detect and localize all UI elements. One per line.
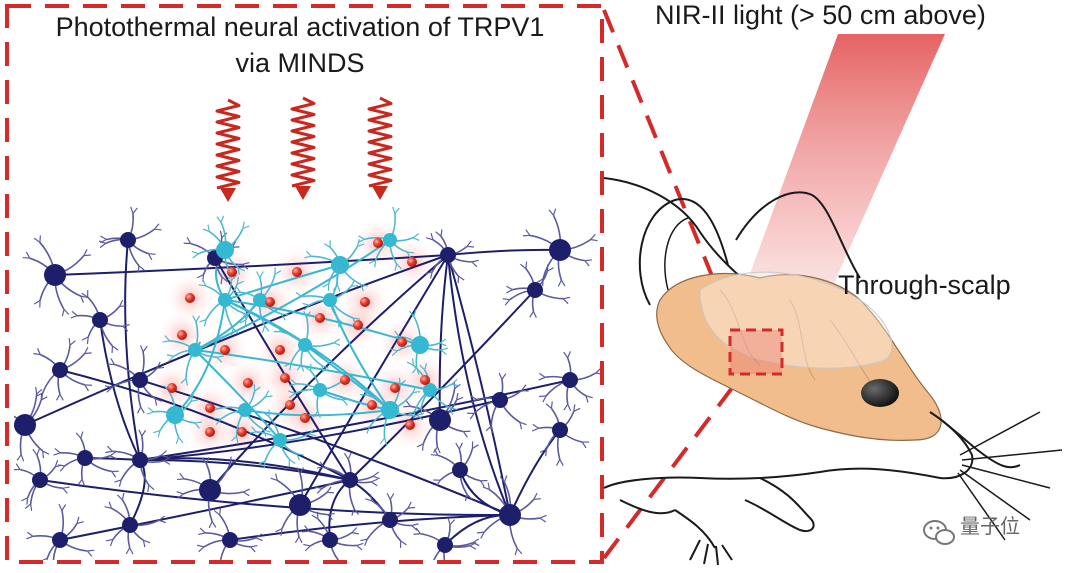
- nanoparticle-icon: [177, 330, 187, 340]
- nanoparticle-icon: [390, 383, 400, 393]
- neuron-icon: [406, 358, 459, 419]
- nanoparticle-icon: [300, 413, 310, 423]
- neuron-icon: [273, 310, 341, 373]
- nanoparticle-icon: [397, 337, 407, 347]
- zoom-frame: [5, 4, 604, 564]
- wavy-arrow-icon: [290, 96, 316, 200]
- neuron-icon: [413, 517, 480, 560]
- mouse-paw: [674, 509, 733, 566]
- neuron-icon: [176, 456, 250, 529]
- neuron-icon: [425, 229, 479, 284]
- figure-title-line2: via MINDS: [235, 48, 365, 78]
- neuron-icon: [14, 386, 50, 462]
- wavy-arrow-group: [215, 96, 393, 202]
- neuron-icon: [198, 273, 251, 336]
- nanoparticle-icon: [220, 345, 230, 355]
- neuron-icon: [359, 377, 425, 446]
- neuron-icon: [146, 383, 202, 445]
- nanoparticle-group: [167, 238, 430, 437]
- nanoparticle-icon: [205, 427, 215, 437]
- neuron-group: [14, 206, 600, 560]
- wavy-arrow-icon: [367, 96, 393, 200]
- neuron-icon: [53, 431, 119, 487]
- neuron-icon: [210, 384, 273, 444]
- nanoparticle-icon: [237, 427, 247, 437]
- mouse-jaw-outline: [603, 467, 941, 489]
- nanoparticle-icon: [205, 403, 215, 413]
- zoom-connector-top: [602, 9, 740, 341]
- nanoparticle-icon: [227, 267, 237, 277]
- neuron-icon: [538, 351, 600, 411]
- neuron-icon: [403, 381, 471, 454]
- neuron-icon: [162, 315, 224, 386]
- zoom-connector-bottom: [602, 378, 740, 560]
- wechat-icon: [923, 520, 955, 545]
- figure-title-line1: Photothermal neural activation of TRPV1: [55, 12, 545, 42]
- nanoparticle-icon: [360, 297, 370, 307]
- nanoparticle-icon: [285, 400, 295, 410]
- neuron-icon: [390, 309, 449, 375]
- neuron-icon: [104, 345, 165, 414]
- neuron-icon: [105, 429, 171, 493]
- wavy-arrow-icon: [215, 98, 241, 202]
- neuron-icon: [315, 452, 380, 516]
- nanoparticle-icon: [275, 345, 285, 355]
- neuron-icon: [430, 441, 488, 502]
- watermark: 量子位: [920, 510, 1020, 539]
- skull-overlay: [699, 271, 893, 369]
- neuron-icon: [288, 363, 352, 419]
- neuron-icon: [304, 239, 368, 292]
- nanoparticle-icon: [185, 293, 195, 303]
- neuron-icon: [233, 267, 289, 333]
- neuron-icon: [522, 208, 598, 287]
- neuron-icon: [360, 492, 419, 548]
- through-scalp-label: Through-scalp: [838, 270, 1011, 300]
- nanoparticle-icon: [420, 375, 430, 385]
- nanoparticle-icon: [353, 320, 363, 330]
- nanoparticle-icon: [265, 297, 275, 307]
- nanoparticle-icon: [292, 267, 302, 277]
- neuron-icon: [14, 448, 70, 511]
- nanoparticle-icon: [315, 313, 325, 323]
- neuron-icon: [196, 507, 263, 560]
- neuron-icon: [191, 215, 250, 281]
- neuron-icon: [357, 206, 420, 271]
- target-region-box: [728, 328, 784, 376]
- neuron-icon: [22, 235, 91, 317]
- neuron-icon: [531, 401, 590, 466]
- whiskers: [957, 411, 1063, 541]
- nanoparticle-icon: [243, 378, 253, 388]
- nanoparticle-icon: [407, 257, 417, 267]
- watermark-text: 量子位: [960, 514, 1020, 538]
- nanoparticle-icon: [280, 373, 290, 383]
- neuron-icon: [301, 511, 364, 560]
- neuron-icon: [70, 290, 130, 354]
- mouse-ear: [638, 198, 729, 306]
- neuron-icon: [26, 503, 95, 560]
- mouse-front-leg: [744, 477, 815, 532]
- neuron-icon: [33, 338, 92, 401]
- neuron-icon: [249, 409, 316, 469]
- nanoparticle-icon: [405, 420, 415, 430]
- nanoparticle-icon: [367, 400, 377, 410]
- neuron-icon: [502, 261, 571, 318]
- neuron-icon: [295, 266, 360, 328]
- nanoparticle-icon: [373, 238, 383, 248]
- mouse-eye: [861, 379, 899, 407]
- neuron-icon: [270, 467, 335, 544]
- neuron-icon: [98, 206, 162, 273]
- neuron-icon: [104, 492, 166, 555]
- nir-light-label: NIR-II light (> 50 cm above): [655, 0, 986, 30]
- nanoparticle-icon: [167, 383, 177, 393]
- mouse-ear-inner: [664, 217, 689, 291]
- mouse-head-top: [735, 191, 861, 279]
- neuron-icon: [467, 372, 529, 434]
- mouse-illustration: [603, 177, 1063, 566]
- mouse-snout: [929, 411, 974, 480]
- nanoparticle-icon: [340, 375, 350, 385]
- neuron-icon: [477, 475, 547, 556]
